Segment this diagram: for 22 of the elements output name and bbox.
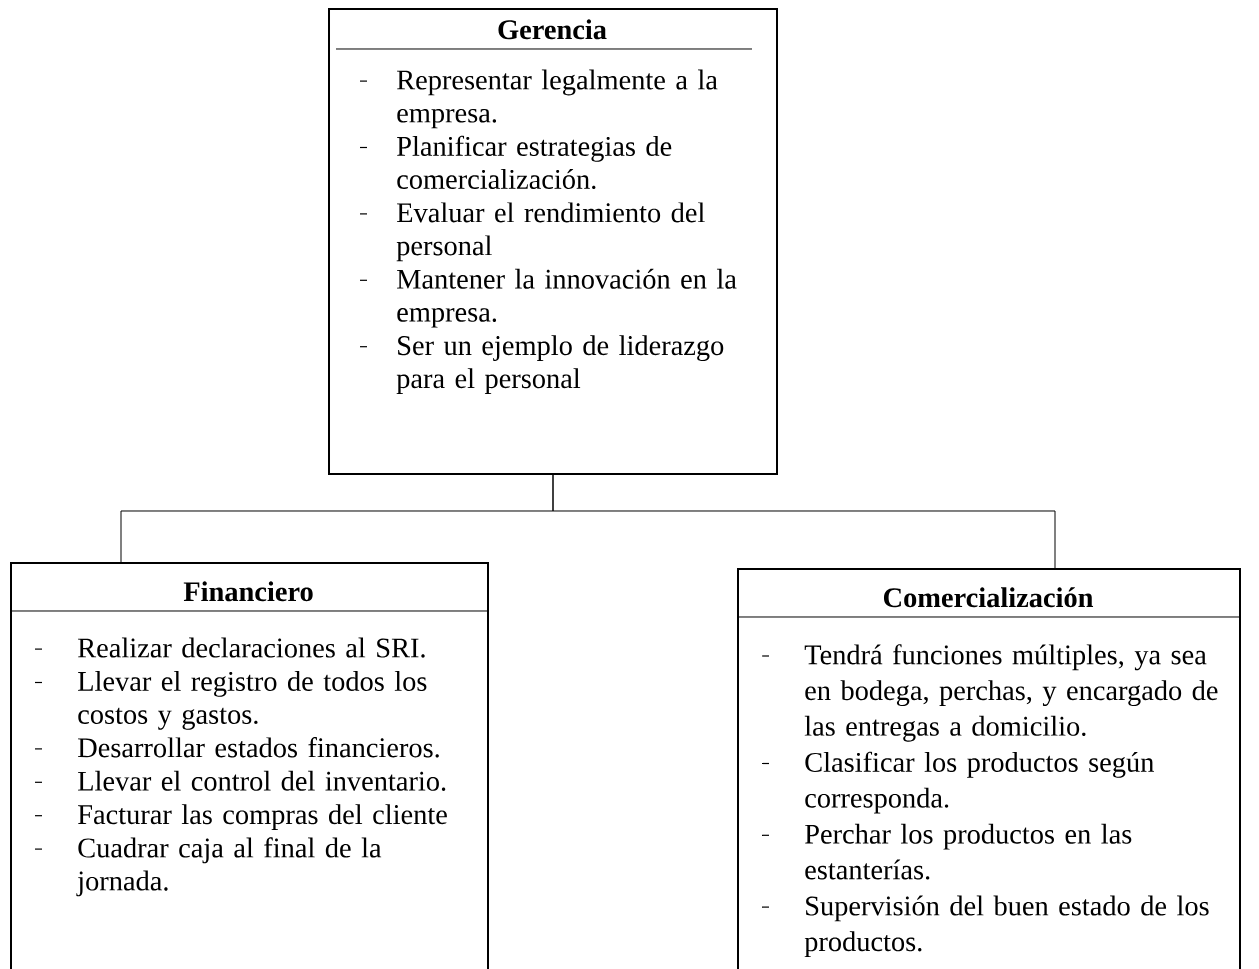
list-item: Llevar el control del inventario. [34, 770, 446, 791]
box-heading: Gerencia [498, 19, 607, 40]
box-heading: Financiero [183, 581, 313, 602]
list-item: Cuadrar caja al final de la jornada. [34, 837, 382, 897]
org-box [328, 8, 778, 475]
connector-line [552, 474, 1056, 569]
list-item: Desarrollar estados financieros. [34, 737, 439, 758]
list-item: Tendrá funciones múltiples, ya sea en bodega, perchas, y encargado de las entregas a domicilio. [761, 644, 1218, 742]
list-item: Planificar estrategias de comercialización. [359, 135, 672, 190]
list-item: Facturar las compras del cliente [34, 804, 447, 830]
list-item: Evaluar el rendimiento del personal [359, 202, 705, 262]
list-item: Clasificar los productos según corresponda. [761, 751, 1154, 814]
list-item: Mantener la innovación en la empresa. [359, 268, 737, 328]
box-heading: Comercialización [883, 587, 1094, 608]
list-item: Ser un ejemplo de liderazgo para el personal [359, 335, 724, 394]
list-item: Perchar los productos en las estanterías. [761, 823, 1132, 880]
org-box [736, 568, 1241, 969]
list-item: Llevar el registro de todos los costos y gastos. [34, 671, 427, 730]
org-box [9, 562, 489, 969]
list-item: Representar legalmente a la empresa. [359, 69, 718, 129]
list-item: Supervisión del buen estado de los productos. [761, 895, 1209, 958]
list-item: Realizar declaraciones al SRI. [34, 637, 425, 658]
